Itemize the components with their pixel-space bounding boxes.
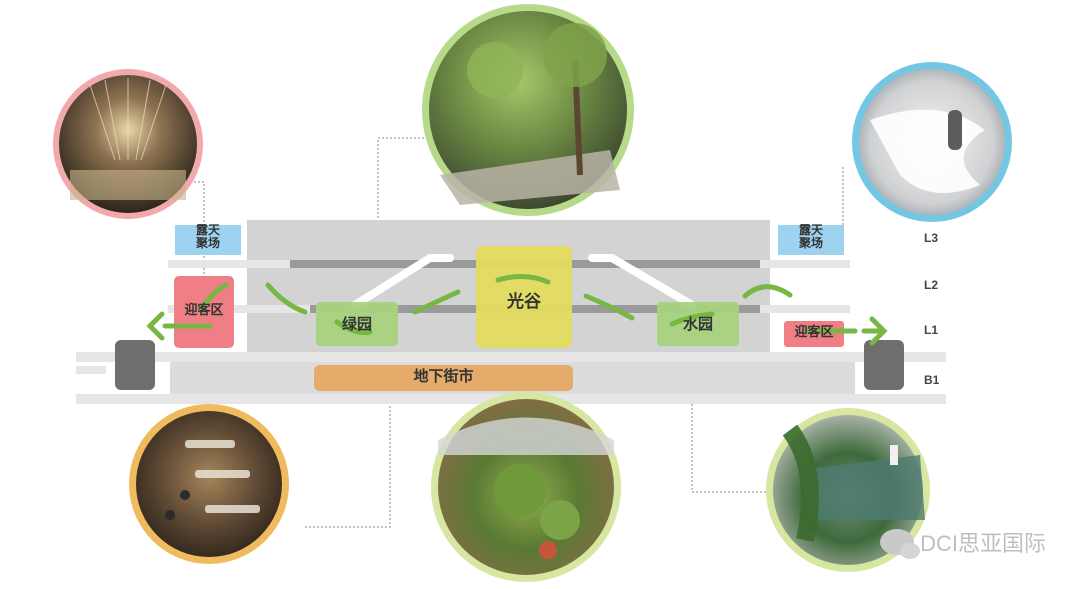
underground-street-label: 地下街市: [413, 367, 474, 385]
water-garden-label: 水园: [682, 315, 713, 333]
level-label-l3: L3: [924, 231, 939, 245]
side-line-left: [76, 366, 106, 374]
level-label-l1: L1: [924, 323, 939, 337]
welcome-zone-left: [174, 276, 234, 348]
light-valley-label: 光谷: [507, 292, 541, 312]
watermark-text: DCI思亚国际: [920, 531, 1046, 556]
water-garden-zone: [657, 302, 739, 346]
level-label-l2: L2: [924, 278, 939, 292]
light-valley-zone: [476, 246, 572, 348]
left-entrance-block: [115, 340, 155, 390]
open-air-label-left: 露天 聚场: [195, 223, 220, 250]
welcome-zone-right: [784, 321, 844, 347]
open-air-zone-left: [175, 225, 241, 255]
photo-tree-courtyard: [422, 4, 634, 216]
flow-arrowheads: [146, 311, 888, 346]
level-label-b1: B1: [924, 373, 940, 387]
photo-food-hall: [129, 404, 289, 564]
open-air-label-right: 露天 聚场: [798, 223, 823, 250]
welcome-label-left: 迎客区: [184, 303, 224, 318]
watermark: DCI思亚国际: [880, 526, 1046, 559]
underground-street-zone: [314, 365, 573, 391]
right-entrance-block: [864, 340, 904, 390]
photo-atrium-garden: [431, 392, 621, 582]
wechat-icon: [880, 529, 921, 559]
ground-line-l1: [76, 352, 946, 362]
photo-water-garden: [766, 408, 930, 572]
green-garden-zone: [316, 302, 398, 346]
green-garden-label: 绿园: [341, 315, 372, 333]
open-air-zone-right: [778, 225, 844, 255]
photo-open-air-terrace: [852, 62, 1012, 222]
arrow-right-icon: [869, 316, 888, 346]
escalators: [351, 254, 696, 309]
arrow-left-icon: [146, 311, 165, 341]
photo-chandelier-lobby: [53, 69, 203, 219]
welcome-label-right: 迎客区: [794, 325, 834, 340]
flow-paths: [162, 274, 881, 335]
